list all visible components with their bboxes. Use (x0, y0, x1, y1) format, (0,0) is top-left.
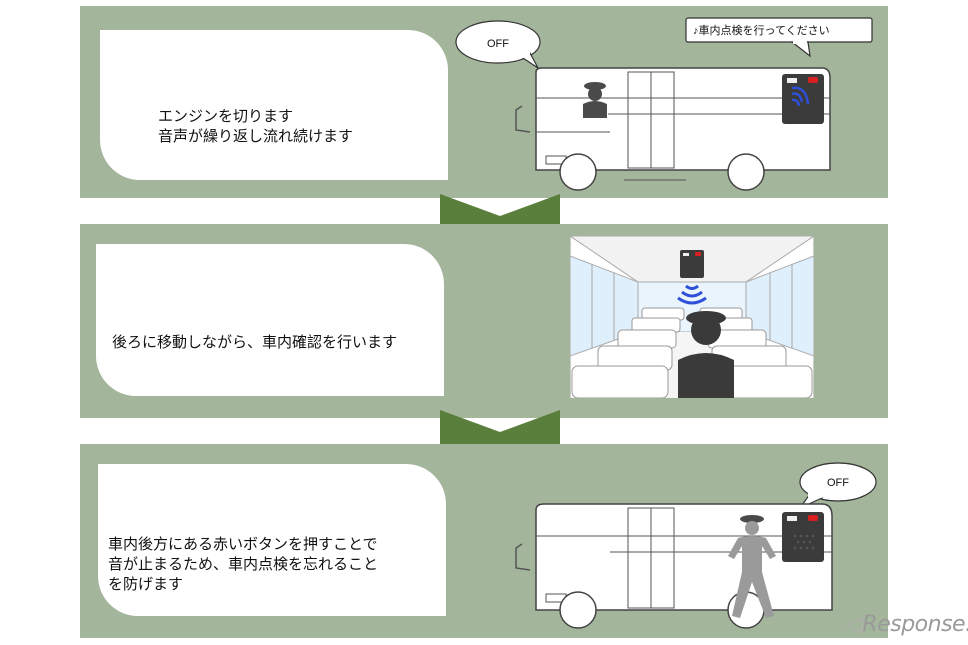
driver-figure (583, 82, 607, 118)
bus-wheels (559, 153, 765, 191)
step-3-text-card: 車内後方にある赤いボタンを押すことで 音が止まるため、車内点検を忘れること を防… (98, 464, 446, 616)
seat-rows (571, 307, 813, 398)
step-3-bus-illustration: OFF (515, 462, 877, 629)
step-2-line-1: 後ろに移動しながら、車内確認を行います (112, 333, 398, 351)
rear-speaker-device (782, 512, 824, 562)
off-speech-bubble-right: OFF (798, 462, 877, 510)
bus-interior-illustration (570, 236, 814, 398)
off-label-right: OFF (827, 477, 849, 489)
walking-driver-figure (728, 515, 776, 618)
step-1-bus-illustration: OFF ♪車内点検を行ってください (455, 17, 873, 191)
step-2-panel: 後ろに移動しながら、車内確認を行います (80, 224, 888, 418)
step-1-line-1: エンジンを切ります (158, 107, 294, 125)
watermark-logo: ◁Response. (846, 612, 968, 637)
ceiling-speaker-device (680, 250, 704, 278)
speaker-device (782, 74, 824, 124)
step-3-panel: 車内後方にある赤いボタンを押すことで 音が止まるため、車内点検を忘れること を防… (80, 444, 888, 638)
step-1-text-card: エンジンを切ります 音声が繰り返し流れ続けます (100, 30, 448, 180)
step-2-text-card: 後ろに移動しながら、車内確認を行います (96, 244, 444, 396)
announcement-speech-bubble: ♪車内点検を行ってください (685, 17, 873, 58)
bus-body (515, 67, 831, 181)
step-3-line-2: 音が止まるため、車内点検を忘れること (108, 555, 379, 573)
watermark-text: Response. (862, 612, 968, 637)
driver-back-figure (678, 311, 734, 398)
off-speech-bubble: OFF (455, 20, 541, 69)
step-1-panel: エンジンを切ります 音声が繰り返し流れ続けます OFF ♪車内点検を行ってくださ… (80, 6, 888, 198)
step-1-line-2: 音声が繰り返し流れ続けます (158, 127, 354, 145)
sound-wave-icon (677, 284, 707, 305)
announcement-label: ♪車内点検を行ってください (693, 23, 830, 37)
off-label: OFF (487, 38, 509, 50)
step-3-line-1: 車内後方にある赤いボタンを押すことで (108, 535, 378, 553)
step-3-line-3: を防げます (108, 575, 184, 593)
